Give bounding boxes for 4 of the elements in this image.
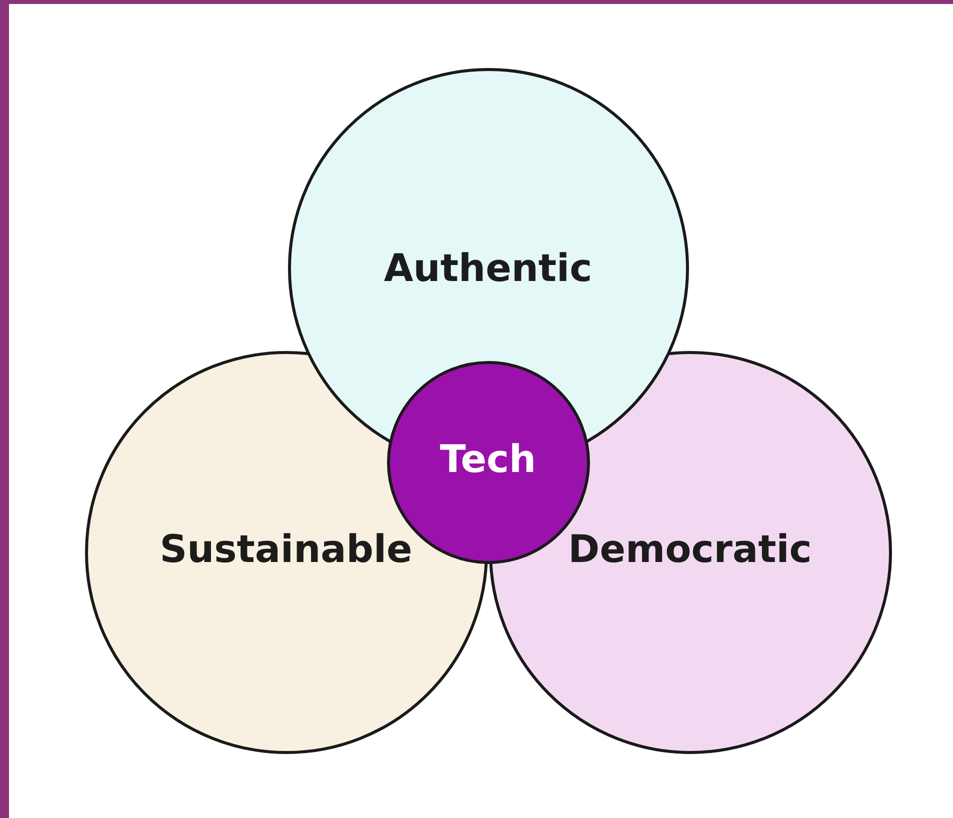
circle-label: Democratic bbox=[568, 527, 812, 571]
circle-label: Sustainable bbox=[160, 527, 412, 571]
circle-label: Authentic bbox=[384, 246, 592, 290]
circle-label: Tech bbox=[440, 437, 536, 481]
